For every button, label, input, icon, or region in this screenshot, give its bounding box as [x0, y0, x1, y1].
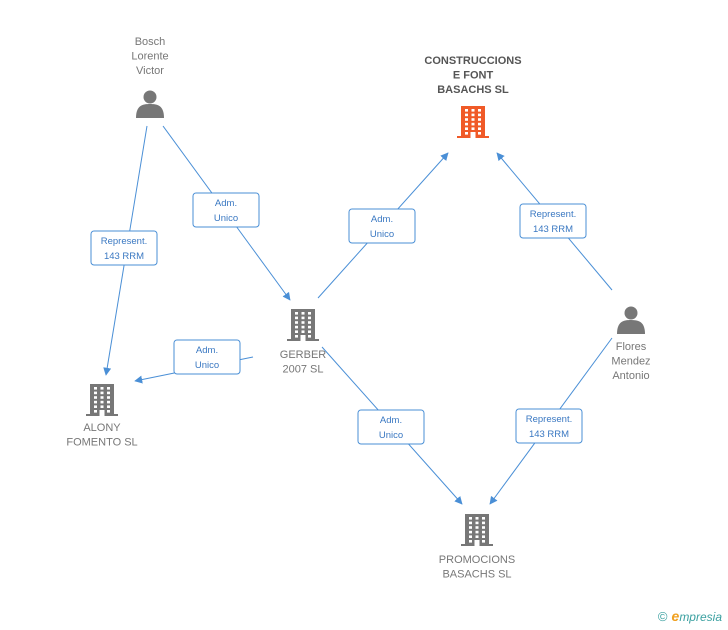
node-alony[interactable]: ALONY FOMENTO SL: [66, 384, 138, 449]
node-label: CONSTRUCCIONS: [424, 55, 521, 67]
edge-label-text: Unico: [370, 229, 394, 240]
node-label: Flores: [616, 341, 647, 353]
building-icon: [86, 384, 118, 416]
node-label: FOMENTO SL: [66, 437, 137, 449]
node-label: Bosch: [135, 36, 166, 48]
edge-label-box[interactable]: [348, 208, 416, 244]
edge-label-text: Unico: [214, 213, 238, 224]
edge-label-text: Adm.: [215, 198, 237, 209]
building-icon: [457, 106, 489, 138]
node-label: BASACHS SL: [442, 569, 511, 581]
edge-label-text: Adm.: [371, 214, 393, 225]
node-promocions[interactable]: PROMOCIONS BASACHS SL: [439, 514, 515, 581]
node-construccions[interactable]: CONSTRUCCIONS E FONT BASACHS SL: [424, 55, 522, 138]
edge-label-text: 143 RRM: [529, 429, 569, 440]
building-icon: [461, 514, 493, 546]
edge-label-box[interactable]: [90, 230, 158, 266]
building-icon: [287, 309, 319, 341]
node-label: ALONY: [83, 422, 121, 434]
edge-gerber-construccions: Adm. Unico: [317, 152, 449, 299]
brand-logo-text: mpresia: [679, 610, 722, 624]
edge-label-box[interactable]: [519, 203, 587, 239]
edge-bosch-alony: Represent. 143 RRM: [90, 125, 158, 376]
edge-label-box[interactable]: [192, 192, 260, 228]
copyright-symbol: ©: [657, 609, 668, 624]
edge-label-text: 143 RRM: [533, 224, 573, 235]
node-label: Lorente: [131, 51, 168, 63]
edge-label-text: Adm.: [380, 415, 402, 426]
brand-logo-initial: e: [671, 608, 680, 624]
node-label: 2007 SL: [283, 364, 324, 376]
node-label: BASACHS SL: [437, 84, 509, 96]
node-gerber[interactable]: GERBER 2007 SL: [280, 309, 327, 376]
node-label: GERBER: [280, 349, 327, 361]
edge-flores-construccions: Represent. 143 RRM: [496, 152, 613, 291]
edge-flores-promocions: Represent. 143 RRM: [489, 337, 613, 505]
footer-brand: ©empresia: [658, 608, 722, 624]
person-icon: [617, 306, 645, 334]
person-icon: [136, 90, 164, 118]
node-label: E FONT: [453, 70, 494, 82]
edge-label-text: Represent.: [530, 209, 576, 220]
edge-label-box[interactable]: [173, 339, 241, 375]
edge-bosch-gerber: Adm. Unico: [162, 125, 291, 301]
edge-label-box[interactable]: [357, 409, 425, 445]
edge-label-text: Unico: [379, 430, 403, 441]
node-label: Antonio: [612, 370, 649, 382]
edge-label-box[interactable]: [515, 408, 583, 444]
edge-label-text: 143 RRM: [104, 251, 144, 262]
edge-label-text: Adm.: [196, 345, 218, 356]
edge-label-text: Unico: [195, 360, 219, 371]
edge-label-text: Represent.: [526, 414, 572, 425]
node-label: Mendez: [611, 356, 650, 368]
node-label: PROMOCIONS: [439, 554, 515, 566]
edge-gerber-alony: Adm. Unico: [134, 339, 254, 384]
node-label: Victor: [136, 65, 164, 77]
edge-gerber-promocions: Adm. Unico: [321, 346, 463, 505]
edge-label-text: Represent.: [101, 236, 147, 247]
